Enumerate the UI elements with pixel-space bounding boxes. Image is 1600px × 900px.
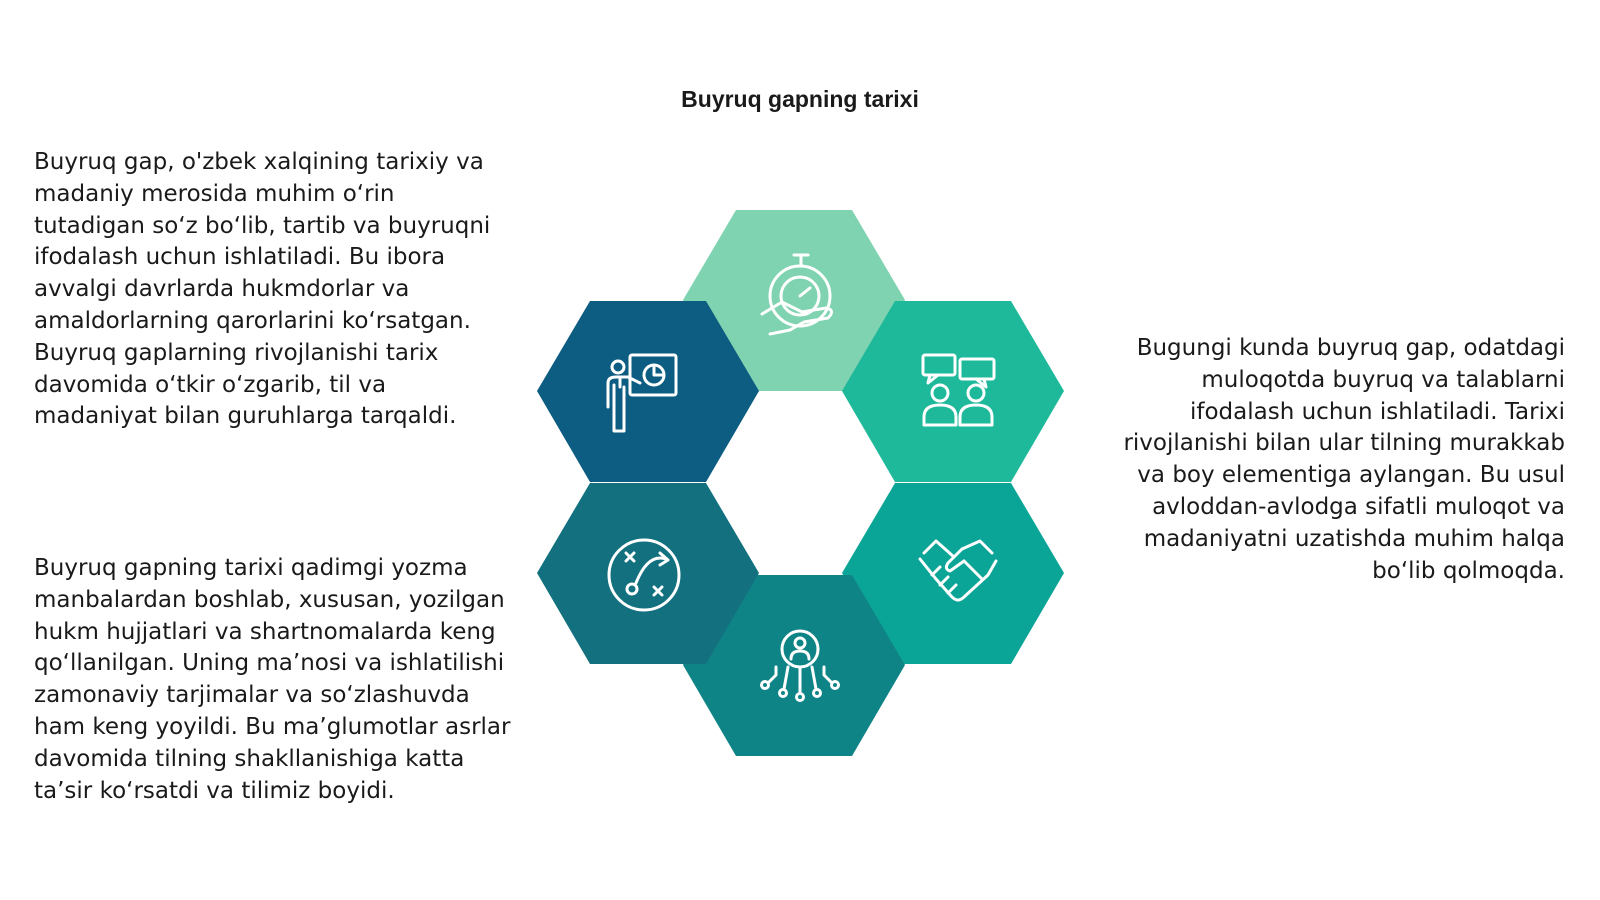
hexagon-upper-right [842, 301, 1064, 482]
left-top-paragraph: Buyruq gap, o'zbek xalqining tarixiy va … [34, 149, 491, 430]
hexagon-bottom [683, 575, 905, 756]
hexagon-lower-left [537, 483, 759, 664]
hexagon-lower-right [842, 483, 1064, 664]
handshake-icon [918, 539, 998, 602]
page-title: Buyruq gapning tarixi [681, 86, 919, 112]
network-user-icon [760, 629, 840, 702]
right-paragraph: Bugungi kunda buyruq gap, odatdagi muloq… [1123, 335, 1565, 584]
stopwatch-hand-icon [760, 253, 833, 336]
hexagon-top [683, 210, 905, 391]
chat-people-icon [921, 353, 996, 427]
strategy-icon [607, 538, 681, 612]
left-bottom-paragraph: Buyruq gapning tarixi qadimgi yozma manb… [34, 555, 511, 804]
hexagon-upper-left [537, 301, 759, 482]
presentation-icon [606, 353, 678, 433]
